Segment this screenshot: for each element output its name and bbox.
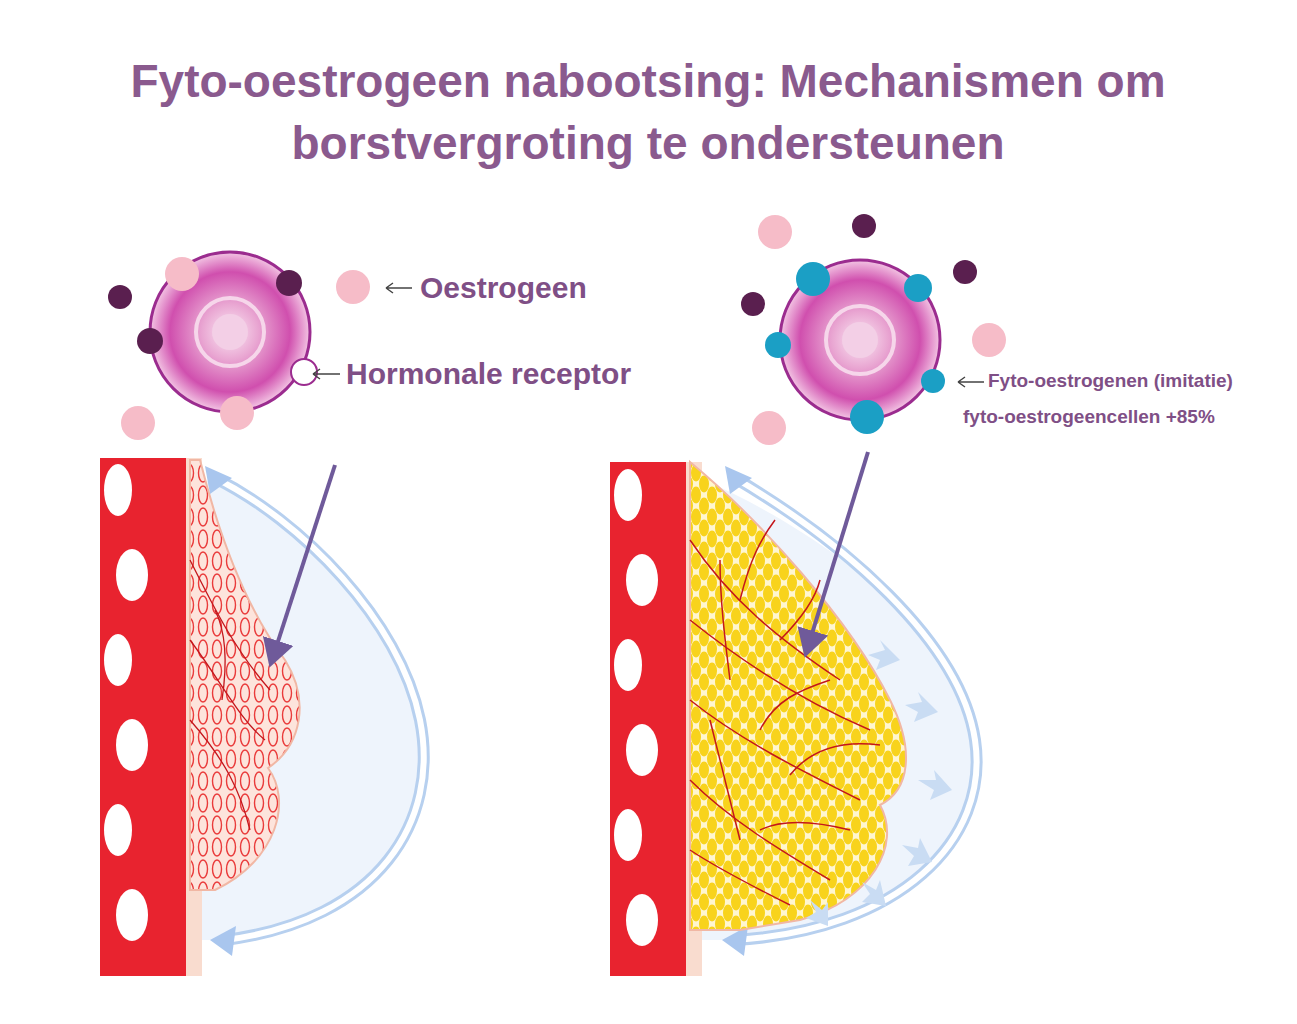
breast-illustration [100,458,424,976]
callout-label: Hormonale receptor [346,357,631,392]
breast-illustration [610,452,977,976]
callout-label: Oestrogeen [420,271,587,306]
callout-label: Fyto-oestrogenen (imitatie) [988,370,1233,392]
receptor-cell [108,252,370,440]
callout-label: fyto-oestrogeencellen +85% [963,406,1215,428]
diagram-title: Fyto-oestrogeen nabootsing: Mechanismen … [108,50,1188,174]
